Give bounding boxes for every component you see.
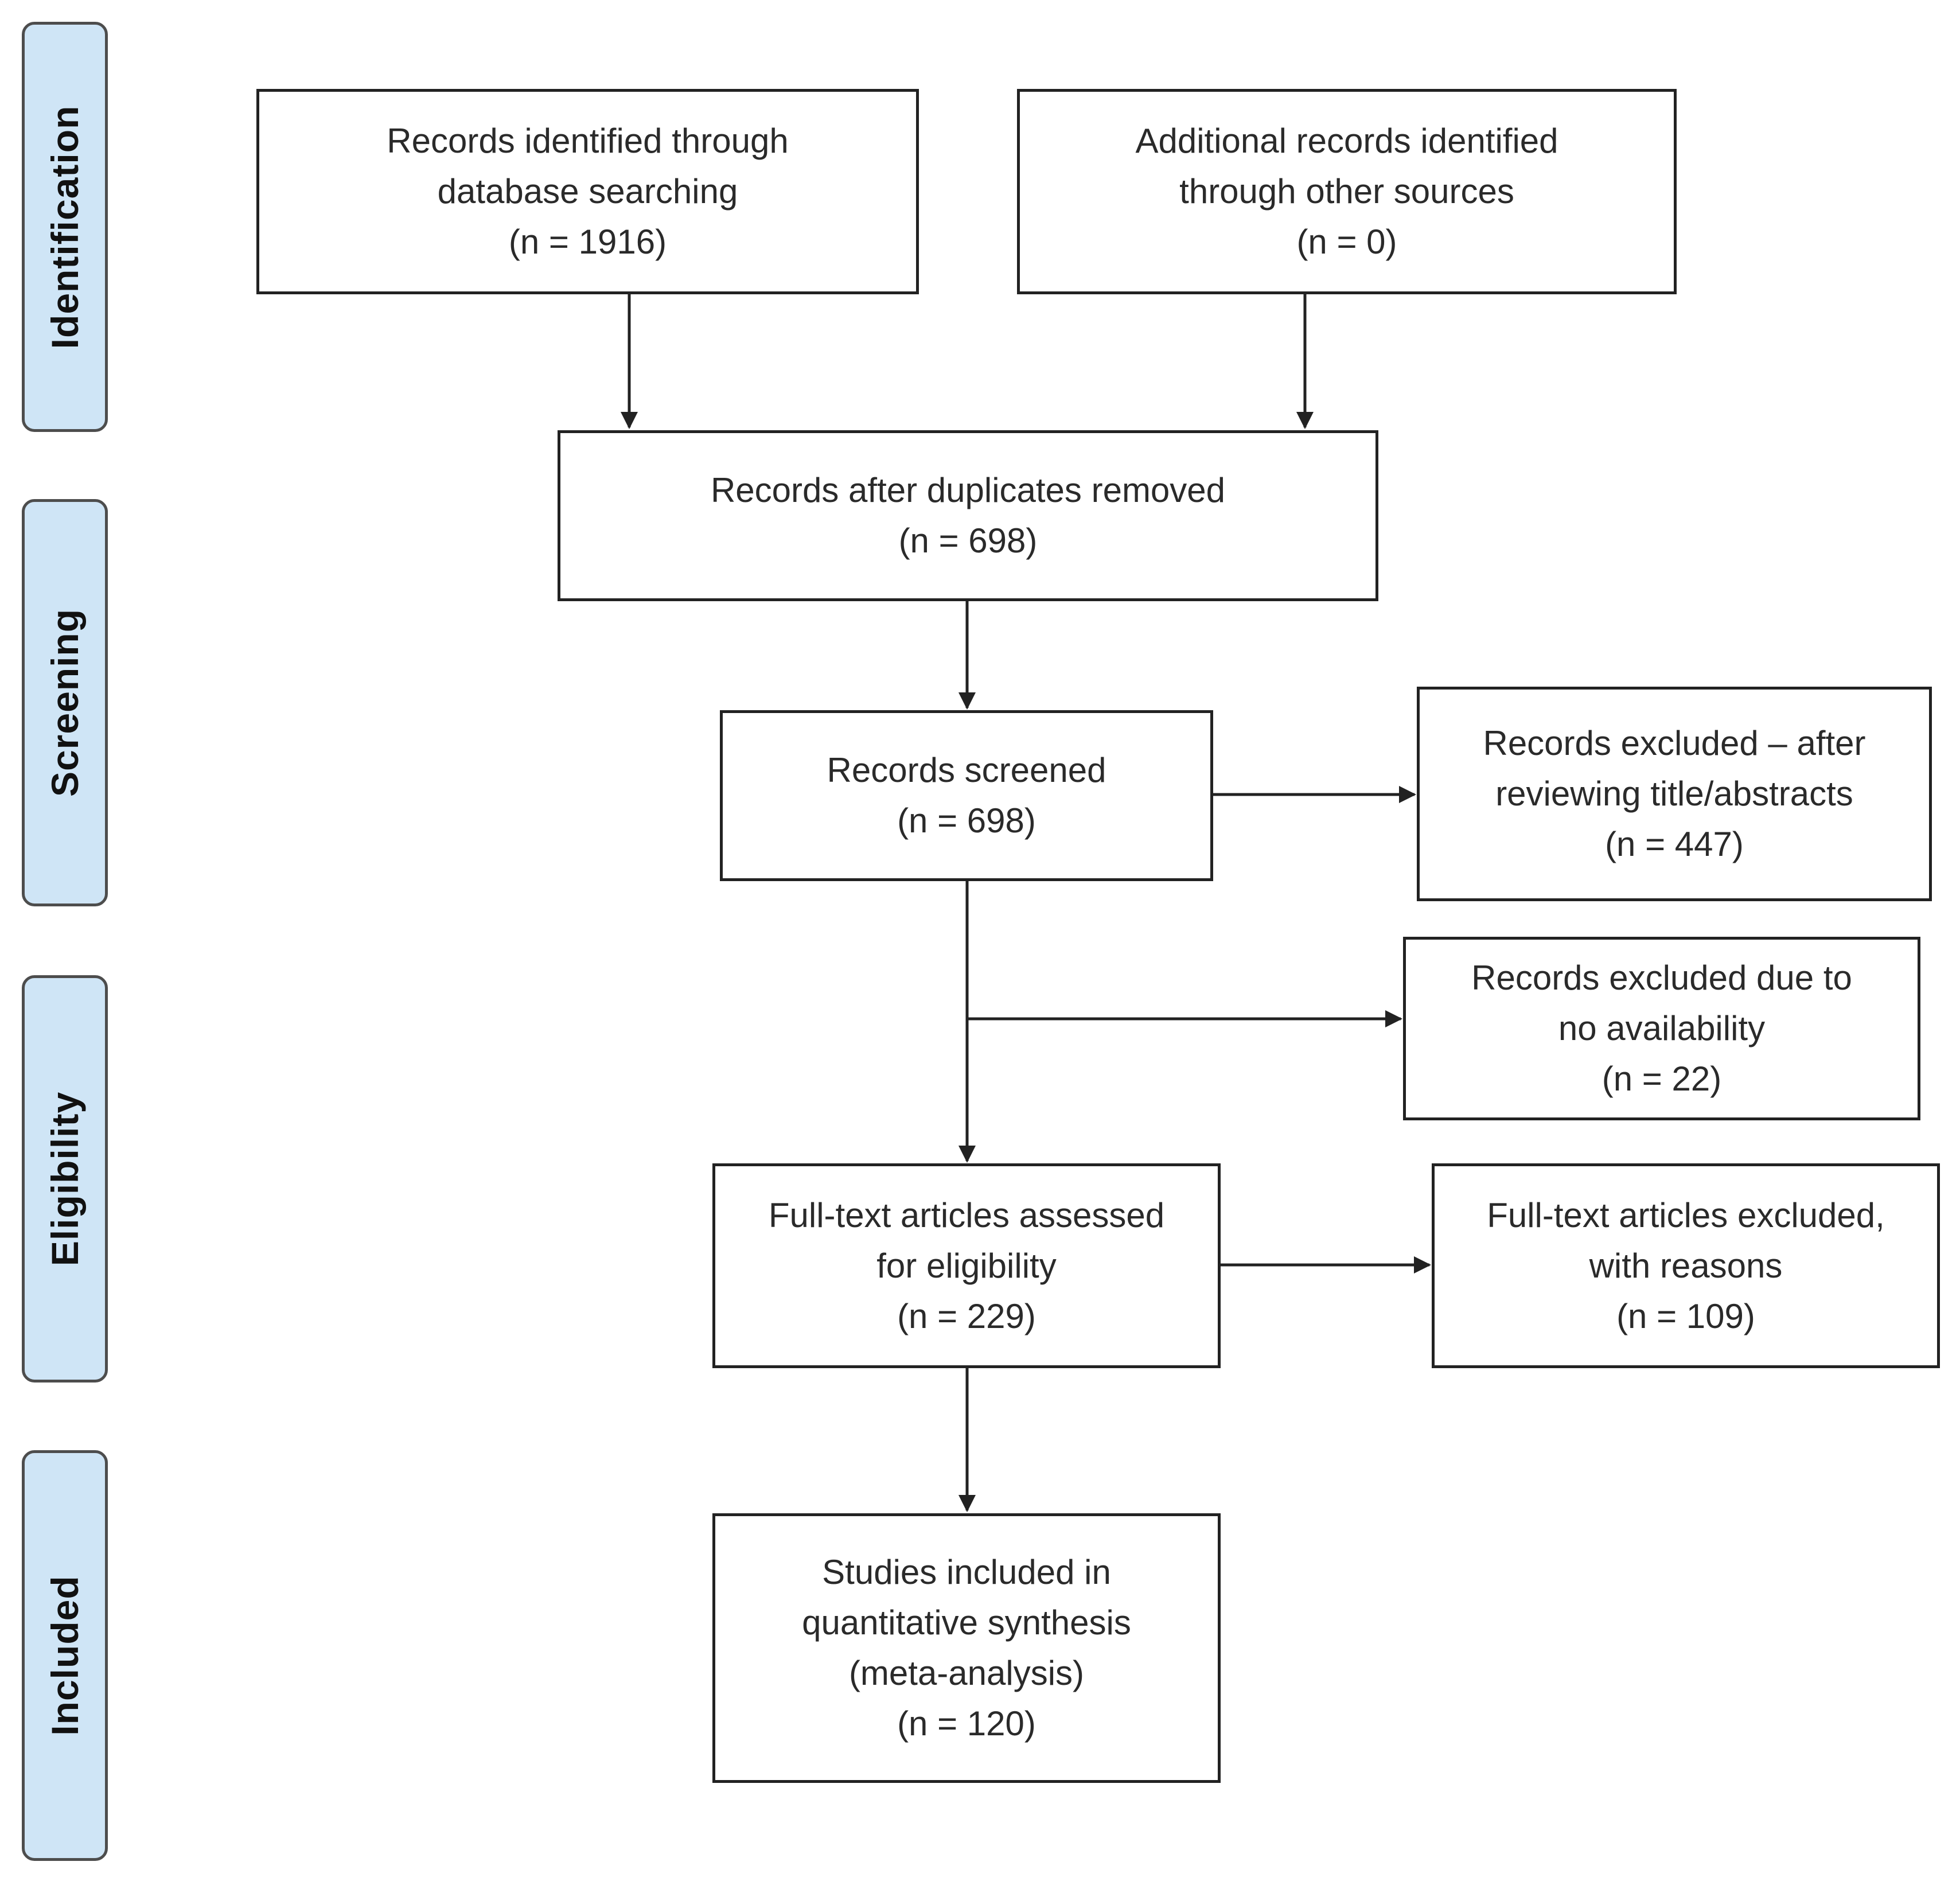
database-records-count: (n = 1916) [508, 223, 667, 261]
other-records-count: (n = 0) [1296, 223, 1397, 261]
duplicates-removed-count: (n = 698) [898, 521, 1038, 560]
fulltext-assessed-count: (n = 229) [897, 1296, 1036, 1335]
excluded-availability-count: (n = 22) [1601, 1060, 1722, 1098]
database-records-line1: Records identified through [387, 122, 789, 160]
box-excluded-availability: Records excluded due to no availability … [1403, 937, 1920, 1120]
other-records-line1: Additional records identified [1135, 122, 1558, 160]
box-fulltext-excluded: Full-text articles excluded, with reason… [1432, 1163, 1940, 1368]
box-included-studies: Studies included in quantitative synthes… [712, 1513, 1221, 1783]
included-studies-line1: Studies included in [822, 1553, 1111, 1591]
fulltext-excluded-count: (n = 109) [1616, 1296, 1755, 1335]
excluded-title-abstract-count: (n = 447) [1605, 825, 1744, 863]
box-duplicates-removed: Records after duplicates removed (n = 69… [558, 430, 1378, 601]
included-studies-count: (n = 120) [897, 1704, 1036, 1743]
fulltext-assessed-line1: Full-text articles assessed [768, 1195, 1165, 1234]
phase-identification: Identification [22, 22, 108, 432]
records-screened-line1: Records screened [827, 751, 1106, 789]
included-studies-line3: (meta-analysis) [848, 1654, 1085, 1692]
excluded-availability-line1: Records excluded due to [1471, 959, 1852, 997]
box-excluded-title-abstract: Records excluded – after reviewing title… [1417, 687, 1932, 901]
included-studies-line2: quantitative synthesis [802, 1603, 1131, 1642]
fulltext-assessed-line2: for eligibility [876, 1246, 1057, 1285]
duplicates-removed-line1: Records after duplicates removed [710, 471, 1226, 509]
excluded-availability-line2: no availability [1558, 1009, 1766, 1047]
phase-included: Included [22, 1450, 108, 1861]
fulltext-excluded-line1: Full-text articles excluded, [1487, 1195, 1885, 1234]
excluded-title-abstract-line2: reviewing title/abstracts [1495, 774, 1853, 813]
box-database-records: Records identified through database sear… [256, 89, 919, 294]
phase-screening: Screening [22, 499, 108, 906]
other-records-line2: through other sources [1179, 172, 1514, 211]
database-records-line2: database searching [437, 172, 738, 211]
box-records-screened: Records screened (n = 698) [720, 710, 1213, 881]
fulltext-excluded-line2: with reasons [1589, 1246, 1783, 1285]
phase-eligibility: Eligibility [22, 975, 108, 1382]
box-other-records: Additional records identified through ot… [1017, 89, 1677, 294]
box-fulltext-assessed: Full-text articles assessed for eligibil… [712, 1163, 1221, 1368]
records-screened-count: (n = 698) [897, 801, 1036, 840]
excluded-title-abstract-line1: Records excluded – after [1483, 724, 1866, 762]
